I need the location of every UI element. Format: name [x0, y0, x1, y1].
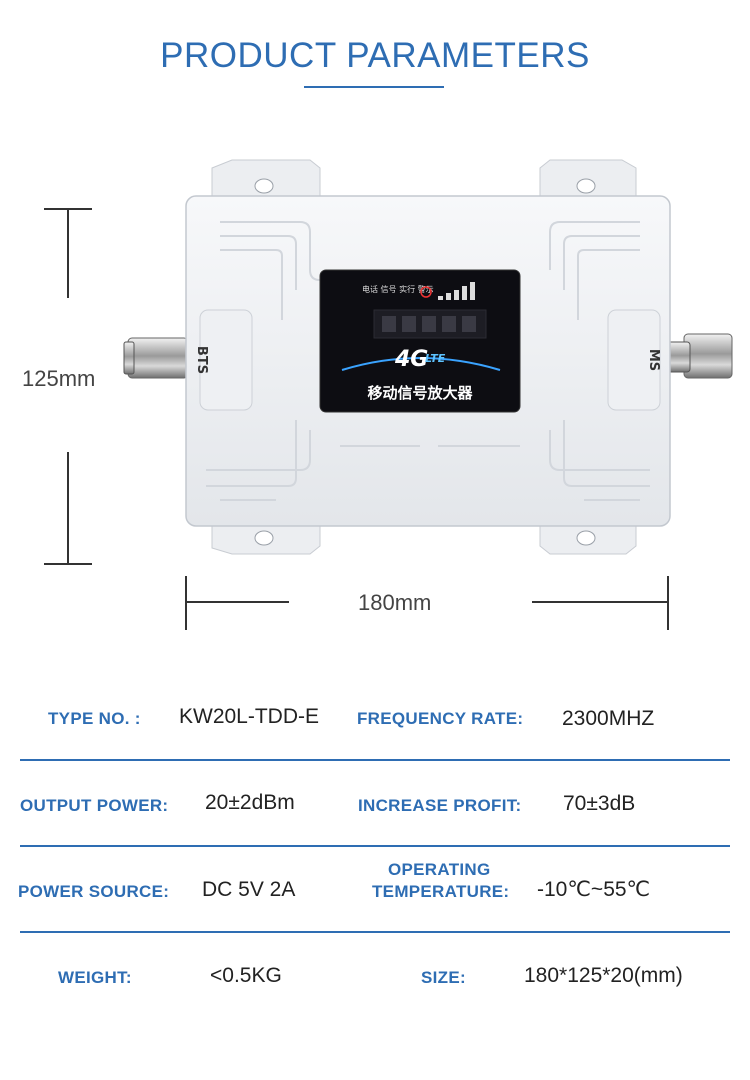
- height-dimension-line-top: [67, 208, 69, 298]
- size-value: 180*125*20(mm): [524, 964, 683, 987]
- title-underline: [304, 86, 444, 88]
- size-label: SIZE:: [421, 968, 466, 987]
- svg-text:LTE: LTE: [425, 352, 446, 365]
- width-dimension-line-right: [532, 601, 668, 603]
- output-power-value: 20±2dBm: [205, 791, 295, 814]
- height-dimension-line-bottom: [67, 452, 69, 564]
- display-caption: 移动信号放大器: [367, 384, 473, 402]
- spec-separator: [20, 845, 730, 847]
- width-dimension-cap-right: [667, 576, 669, 630]
- signal-bars-icon: [420, 282, 475, 300]
- svg-text:4G: 4G: [394, 347, 428, 372]
- 4g-lte-badge: 4G LTE: [341, 347, 501, 372]
- bts-port-label: BTS: [194, 346, 209, 374]
- type-no-value: KW20L-TDD-E: [179, 705, 320, 728]
- power-source-label: POWER SOURCE:: [18, 882, 170, 901]
- increase-profit-value: 70±3dB: [563, 792, 636, 815]
- operating-temperature-label-line2: TEMPERATURE:: [372, 882, 510, 901]
- output-power-label: OUTPUT POWER:: [20, 796, 169, 815]
- display-status-text: 电话 信号 实行 警示: [362, 284, 434, 294]
- height-dimension-label: 125mm: [22, 366, 96, 391]
- type-no-label: TYPE NO. :: [48, 709, 141, 728]
- width-dimension-line-left: [185, 601, 289, 603]
- increase-profit-label: INCREASE PROFIT:: [358, 796, 522, 815]
- weight-value: <0.5KG: [210, 964, 282, 987]
- spec-separator: [20, 759, 730, 761]
- height-dimension-cap-bottom: [44, 563, 92, 565]
- operating-temperature-value: -10℃~55℃: [537, 878, 651, 901]
- ms-port-label: MS: [646, 349, 661, 371]
- page-title: PRODUCT PARAMETERS: [160, 36, 590, 75]
- frequency-rate-value: 2300MHZ: [562, 707, 655, 730]
- signal-booster-illustration: BTS MS 电话 信号 实行 警示 4G LTE 移动信号放大器: [123, 159, 733, 555]
- frequency-rate-label: FREQUENCY RATE:: [357, 709, 524, 728]
- weight-label: WEIGHT:: [58, 968, 132, 987]
- power-source-value: DC 5V 2A: [202, 878, 296, 901]
- width-dimension-cap-left: [185, 576, 187, 630]
- spec-separator: [20, 931, 730, 933]
- operating-temperature-label-line1: OPERATING: [388, 860, 491, 879]
- lcd-segment-display: [382, 316, 476, 332]
- width-dimension-label: 180mm: [358, 590, 432, 615]
